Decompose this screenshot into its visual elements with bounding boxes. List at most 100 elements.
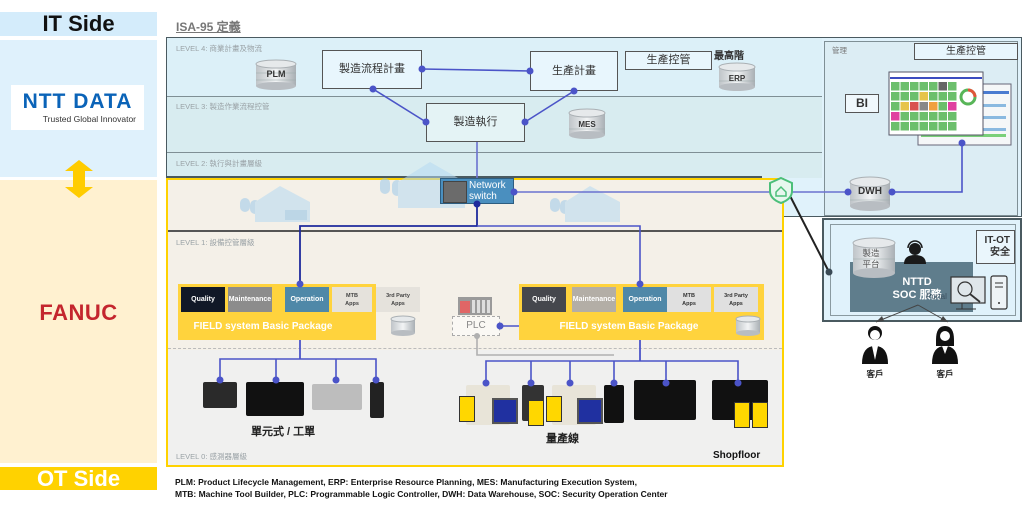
level4-label: LEVEL 4: 商業計畫及物流 [176, 44, 262, 53]
customer-label-1: 客戶 [866, 369, 884, 379]
field-package-1: Quality Maintenance Operation MTB Apps F… [178, 284, 416, 340]
bi-dashboard-tile [929, 122, 938, 131]
isa95-title: ISA-95 定義 [176, 20, 241, 34]
field2-tab-maintenance[interactable]: Maintenance [572, 287, 616, 312]
monitoring-computer-icon [950, 275, 1008, 310]
bi-dashboard-tile [910, 122, 919, 131]
bi-dashboard-tile [929, 92, 938, 101]
erp-label: ERP [728, 74, 746, 83]
level0-label: LEVEL 0: 感測器層級 [176, 452, 247, 461]
bi-dashboard-tile [910, 102, 919, 111]
mes-label: MES [578, 120, 596, 129]
bi-dashboard-tile [938, 92, 947, 101]
it-ot-security-box: IT-OT 安全 [976, 230, 1015, 264]
field2-tab-mtb-apps[interactable]: MTB Apps [667, 287, 711, 312]
qr-tag-icon [459, 396, 475, 422]
manufacturing-platform-database-icon [852, 237, 896, 278]
field1-tab-3rd-party-apps[interactable]: 3rd Party Apps [376, 287, 420, 312]
field1-tab-maintenance[interactable]: Maintenance [228, 287, 272, 312]
shopfloor-label: Shopfloor [713, 450, 761, 461]
controller-device-icon [203, 382, 237, 408]
qr-tag-icon [528, 400, 544, 426]
bi-dashboard-tile [948, 82, 957, 91]
soc-service-label: NTTD SOC 服務 [862, 276, 972, 302]
level2-bottom-border [167, 176, 762, 178]
double-arrow-vertical-icon [65, 160, 93, 198]
bi-dashboard-tile [938, 112, 947, 121]
factory-icon [550, 186, 620, 222]
production-control-box: 生產控管 [625, 51, 712, 70]
bi-box: BI [845, 94, 879, 113]
management-label: 管理 [832, 46, 847, 55]
plm-label: PLM [266, 69, 286, 79]
field1-title: FIELD system Basic Package [193, 321, 333, 332]
mass-production-label: 量產線 [546, 433, 579, 445]
bi-dashboard-tile [948, 122, 957, 131]
production-planning-box: 生產計畫 [530, 51, 618, 91]
bi-dashboard-tile [900, 112, 909, 121]
level2-band [167, 153, 822, 178]
bi-dashboard-tile [929, 82, 938, 91]
network-switch-icon [443, 181, 467, 203]
it-ot-line1: IT-OT [984, 235, 1010, 246]
plm-database-icon [255, 59, 297, 90]
bi-dashboard-tile [891, 112, 900, 121]
ot-side-label: OT Side [0, 467, 157, 490]
it-side-label: IT Side [0, 12, 157, 36]
bi-dashboard-tile [891, 82, 900, 91]
bi-dashboard-tile [938, 122, 947, 131]
single-unit-label: 單元式 / 工單 [251, 426, 316, 438]
bi-dashboard-tile [891, 92, 900, 101]
mgmt-production-control-box: 生產控管 [914, 43, 1018, 60]
cmm-machine-icon [312, 384, 362, 410]
ntt-data-tagline: Trusted Global Innovator [42, 114, 136, 124]
dwh-database-icon [849, 176, 891, 211]
field1-database-icon [390, 315, 416, 336]
bi-dashboard-tile [948, 112, 957, 121]
bi-dashboard-tile [900, 122, 909, 131]
dwh-label: DWH [858, 186, 882, 197]
field1-tab-quality[interactable]: Quality [181, 287, 225, 312]
field-package-2: Quality Maintenance Operation MTB Apps 3… [519, 284, 764, 340]
process-planning-box: 製造流程計畫 [322, 50, 422, 89]
field2-database-icon [735, 315, 761, 336]
hmi-screen-icon [492, 398, 518, 424]
bi-dashboard-tile [919, 82, 928, 91]
level1-label: LEVEL 1: 設備控管層級 [176, 238, 255, 247]
bi-dashboard-tile [919, 92, 928, 101]
qr-tag-icon [546, 396, 562, 422]
top-tier-label: 最高階 [714, 51, 744, 62]
level1-divider [168, 230, 782, 232]
field2-tab-quality[interactable]: Quality [522, 287, 566, 312]
plc-box: PLC [452, 316, 500, 336]
portal-label: Portal [926, 292, 947, 301]
platform-db-label-line2: 平台 [862, 259, 880, 269]
bi-dashboard-tile [910, 92, 919, 101]
bi-dashboard-tile [900, 102, 909, 111]
bi-dashboard-icon [888, 71, 1012, 146]
bi-dashboard-tile [929, 102, 938, 111]
hmi-screen-icon [577, 398, 603, 424]
level2-label: LEVEL 2: 執行與計畫層級 [176, 159, 262, 168]
network-switch: Network switch [440, 178, 514, 204]
bi-dashboard-tile [919, 112, 928, 121]
ot-side-panel [0, 180, 157, 463]
it-ot-line2: 安全 [990, 247, 1010, 258]
bi-dashboard-tile [910, 112, 919, 121]
field1-tab-operation[interactable]: Operation [285, 287, 329, 312]
network-switch-label-line1: Network [469, 180, 506, 191]
manufacturing-execution-box: 製造執行 [426, 103, 525, 142]
legend-line-1: PLM: Product Lifecycle Management, ERP: … [175, 477, 637, 487]
field2-tab-3rd-party-apps[interactable]: 3rd Party Apps [714, 287, 758, 312]
lathe-machine-icon [634, 380, 696, 420]
field2-tab-operation[interactable]: Operation [623, 287, 667, 312]
soc-service-label-line1: NTTD [902, 276, 932, 288]
field1-tab-mtb-apps[interactable]: MTB Apps [332, 287, 372, 312]
erp-database-icon [718, 62, 756, 91]
bi-dashboard-tile [919, 122, 928, 131]
mes-database-icon [568, 108, 606, 139]
bi-dashboard-tile [948, 92, 957, 101]
bi-dashboard-tile [938, 82, 947, 91]
customer-label-2: 客戶 [936, 369, 954, 379]
bi-dashboard-tile [919, 102, 928, 111]
